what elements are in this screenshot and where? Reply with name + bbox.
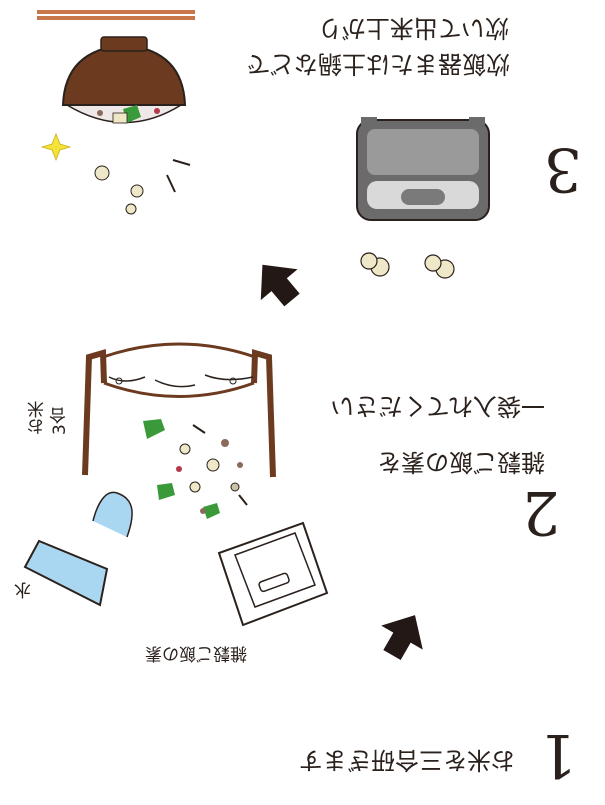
step-2-text-line-2: 一袋入れてください	[330, 392, 545, 420]
step-3-text-line-1: 炊飯器または土鍋などで	[246, 50, 510, 78]
rice-cooker-icon	[356, 117, 490, 221]
rice-bowl-icon	[61, 36, 187, 124]
steam-icon	[360, 252, 455, 279]
step-3-text-line-2: 炊いて出来上がり	[317, 14, 509, 42]
step-1-number: 1	[538, 720, 577, 790]
rice-label: お米	[28, 401, 48, 435]
step-2-text-line-1: 雑穀ご飯の素を	[377, 448, 545, 476]
crumbs	[94, 165, 144, 215]
down-arrow-icon	[260, 264, 300, 307]
step-2-number: 2	[521, 477, 560, 547]
packet-label: 雑穀ご飯の素	[145, 643, 247, 663]
rice-pot-icon	[82, 342, 276, 478]
step-3-number: 3	[543, 134, 582, 204]
rice-amount-label: 3合	[50, 407, 70, 435]
sparkle-icon	[40, 132, 191, 193]
down-arrow-icon	[381, 615, 423, 660]
measuring-cup-icon	[23, 491, 133, 607]
water-label: 水	[14, 579, 31, 599]
step-1-text: お米を三合研ぎます	[299, 746, 515, 774]
falling-grains	[143, 419, 248, 519]
grain-packet-icon	[217, 521, 329, 627]
chopsticks-icon	[37, 10, 195, 20]
